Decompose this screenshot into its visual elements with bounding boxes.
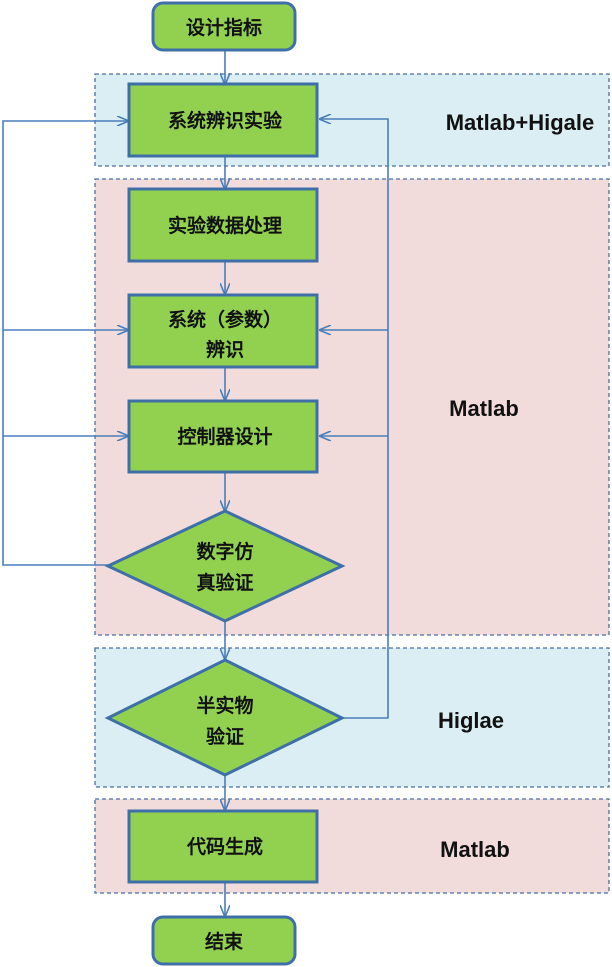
region-label-higlae: Higlae — [438, 708, 504, 733]
node-identify-exp — [127, 82, 319, 158]
node-controller-label: 控制器设计 — [177, 425, 272, 448]
node-data-proc-label: 实验数据处理 — [168, 214, 282, 237]
node-param-ident-label-1: 系统（参数） — [168, 308, 282, 331]
node-data-proc — [127, 187, 319, 263]
node-hil-label-1: 半实物 — [196, 694, 253, 717]
node-end-label: 结束 — [205, 930, 244, 953]
region-label-matlab-higale: Matlab+Higale — [446, 110, 595, 135]
node-codegen — [127, 809, 319, 884]
node-param-ident — [127, 293, 319, 369]
node-hil — [104, 658, 346, 777]
node-hil-label-2: 验证 — [206, 725, 244, 748]
node-digital-sim — [104, 509, 346, 623]
node-param-ident-label-2: 辨识 — [206, 338, 244, 361]
node-start-label: 设计指标 — [186, 17, 262, 39]
node-identify-exp-label: 系统辨识实验 — [168, 109, 283, 132]
feedback-right-to-identify — [320, 119, 389, 719]
node-end — [151, 915, 297, 966]
node-start — [151, 1, 297, 52]
node-codegen-label: 代码生成 — [186, 835, 263, 858]
region-label-matlab-main: Matlab — [449, 396, 519, 421]
node-digital-sim-label-2: 真验证 — [196, 571, 253, 594]
feedback-left-to-identify — [2, 121, 128, 566]
node-digital-sim-label-1: 数字仿 — [196, 540, 253, 563]
region-label-matlab-codegen: Matlab — [440, 837, 510, 862]
node-controller — [127, 399, 319, 474]
